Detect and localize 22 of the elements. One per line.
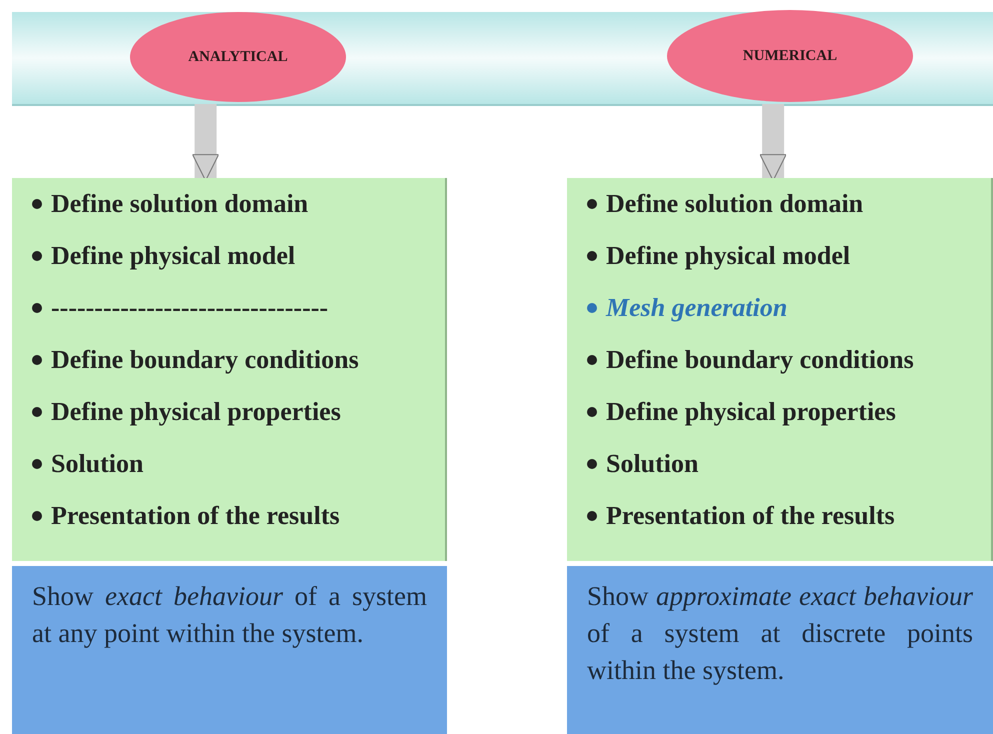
- step-item: Presentation of the results: [606, 500, 895, 532]
- step-item: Define physical model: [606, 240, 850, 272]
- summary-panel: [12, 566, 447, 734]
- step-item: Solution: [606, 448, 698, 480]
- step-item: Presentation of the results: [51, 500, 340, 532]
- step-item: Solution: [51, 448, 144, 480]
- step-item: Mesh generation: [606, 292, 788, 324]
- step-item: Define physical model: [51, 240, 296, 272]
- step-item: Define boundary conditions: [51, 344, 359, 376]
- step-item: --------------------------------: [51, 292, 328, 324]
- method-title: ANALYTICAL: [188, 48, 288, 66]
- steps-panel: [12, 178, 447, 561]
- step-item: Define solution domain: [606, 188, 864, 220]
- description-text: Show exact behaviour of a system at any point within the system.: [32, 580, 427, 650]
- step-item: Define solution domain: [51, 188, 308, 220]
- step-item: Define physical properties: [606, 396, 896, 428]
- method-title: NUMERICAL: [742, 48, 838, 64]
- summary-panel: [567, 566, 993, 734]
- step-item: Define boundary conditions: [606, 344, 914, 376]
- steps-panel: [567, 178, 993, 561]
- description-text: Show approximate exact behaviour of a system at discrete points within the system.: [587, 580, 973, 687]
- step-item: Define physical properties: [51, 396, 341, 428]
